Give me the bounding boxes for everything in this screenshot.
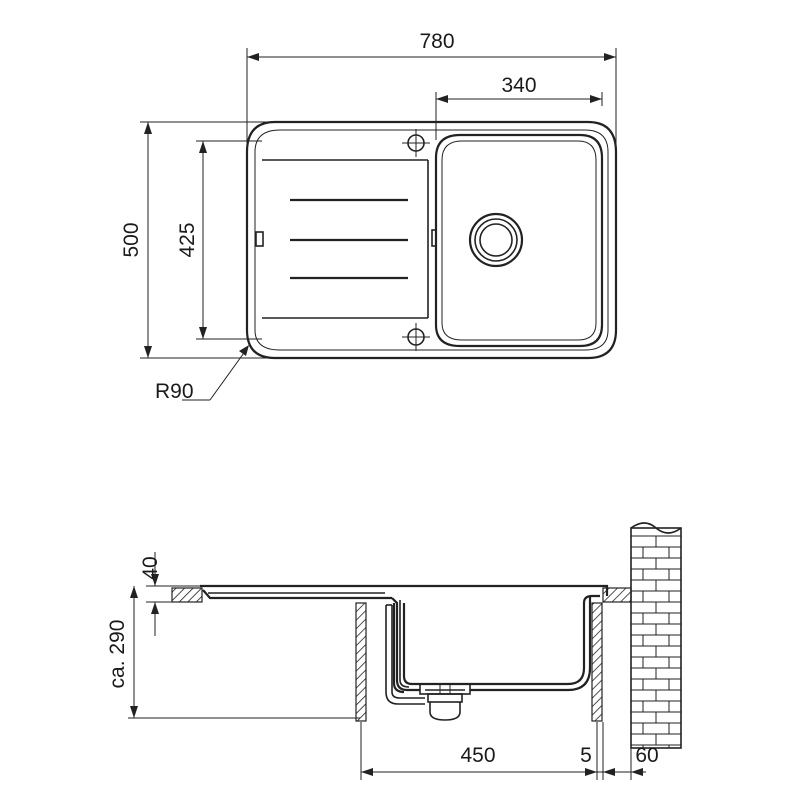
drain-fitting [419, 683, 471, 721]
dim-overall-depth-label: 500 [120, 222, 143, 257]
sink-bowl-inner [441, 140, 597, 341]
overflow-pipe [385, 604, 425, 705]
sink-bowl [434, 133, 604, 348]
drain-icon [468, 212, 524, 268]
bowl-overflow [431, 229, 437, 247]
dim-cabinet-width [360, 722, 646, 780]
worktop-left [171, 587, 203, 603]
top-view: 780 340 500 425 [120, 30, 618, 403]
cabinet-side-right [591, 602, 603, 722]
tap-hole-top [402, 129, 430, 157]
dim-overall-width [246, 48, 617, 150]
dim-depth-label: ca. 290 [106, 620, 129, 689]
sink-section [200, 584, 609, 694]
dim-depth [128, 586, 360, 719]
dim-corner-radius-label: R90 [155, 380, 194, 403]
dim-bowl-width [435, 92, 603, 140]
dim-corner-radius-leader [182, 345, 249, 401]
side-view: 40 ca. 290 450 5 60 [106, 522, 682, 780]
tap-hole-bottom [402, 323, 430, 351]
sink-rim-inner [254, 129, 609, 351]
dim-cabinet-width-label: 450 [460, 744, 495, 767]
dim-overall-depth [140, 121, 275, 359]
brick-wall [630, 522, 682, 749]
dim-rim-height [146, 552, 200, 636]
dim-gap-label: 5 [580, 744, 592, 767]
cabinet-side-left [355, 602, 367, 722]
dim-wall-label: 60 [635, 744, 658, 767]
dim-overall-width-label: 780 [419, 30, 454, 53]
dim-inner-depth [196, 140, 262, 340]
dim-bowl-width-label: 340 [501, 74, 536, 97]
drainer-area [255, 159, 429, 319]
dim-inner-depth-label: 425 [176, 222, 199, 257]
dim-rim-height-label: 40 [139, 556, 162, 579]
